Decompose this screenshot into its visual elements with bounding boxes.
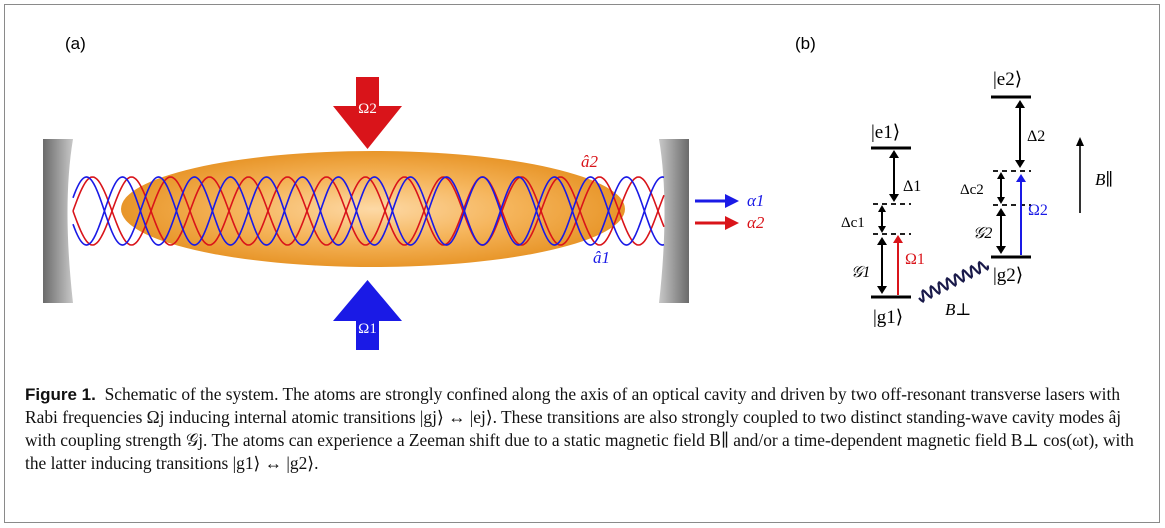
label-coupling1: 𝒢1: [851, 264, 870, 281]
pump-transition-2-arrow: [1016, 174, 1026, 255]
panel-a-label: (a): [65, 34, 86, 53]
caption-label: Figure 1.: [25, 385, 96, 404]
label-e2: |e2⟩: [993, 69, 1022, 90]
figure-caption: Figure 1. Schematic of the system. The a…: [25, 383, 1143, 475]
pump-laser-1-arrow: [333, 280, 402, 350]
b-perp-wiggle: [918, 260, 990, 304]
label-omega2: Ω2: [1028, 202, 1048, 219]
level-scheme: [871, 95, 1031, 299]
panel-b-label: (b): [795, 34, 816, 53]
cavity-mode-1-wave-mirror: [72, 176, 665, 246]
detuning-arrows: [877, 100, 1025, 294]
cavity-mode-1-wave: [72, 176, 665, 246]
label-bperp: B⊥: [945, 300, 971, 319]
pump-transition-1-arrow: [893, 235, 903, 295]
cavity-mode-2-wave: [72, 176, 665, 246]
cavity-modes: [72, 176, 665, 246]
label-g1: |g1⟩: [873, 307, 903, 328]
pump-laser-2-label: Ω2: [358, 101, 377, 117]
label-g2: |g2⟩: [993, 265, 1023, 286]
label-coupling2: 𝒢2: [973, 225, 992, 242]
output-field-1: [695, 194, 739, 208]
atom-cloud: [121, 151, 625, 267]
output-alpha2-label: α2: [747, 213, 765, 232]
pump-laser-1-label: Ω1: [358, 321, 377, 337]
label-e1: |e1⟩: [871, 122, 900, 143]
mode-a2-label: â2: [581, 152, 599, 171]
label-bpar: B∥: [1095, 170, 1113, 189]
label-omega1: Ω1: [905, 251, 925, 268]
figure-diagram: (a) (b) Ω2 Ω1 â2 â1 α1: [43, 34, 1113, 350]
output-field-2: [695, 216, 739, 230]
right-mirror: [659, 139, 689, 303]
cavity-mode-2-wave-mirror: [72, 176, 665, 246]
label-delta2: Δ2: [1027, 128, 1045, 145]
figure-frame: (a) (b) Ω2 Ω1 â2 â1 α1: [4, 4, 1160, 523]
b-parallel-arrow: [1076, 137, 1084, 213]
caption-text: Schematic of the system. The atoms are s…: [25, 384, 1134, 473]
output-alpha1-label: α1: [747, 191, 764, 210]
label-deltac2: Δc2: [960, 182, 984, 198]
mode-a1-label: â1: [593, 248, 610, 267]
left-mirror: [43, 139, 73, 303]
pump-laser-2-arrow: [333, 77, 402, 149]
label-deltac1: Δc1: [841, 215, 865, 231]
label-delta1: Δ1: [903, 178, 921, 195]
